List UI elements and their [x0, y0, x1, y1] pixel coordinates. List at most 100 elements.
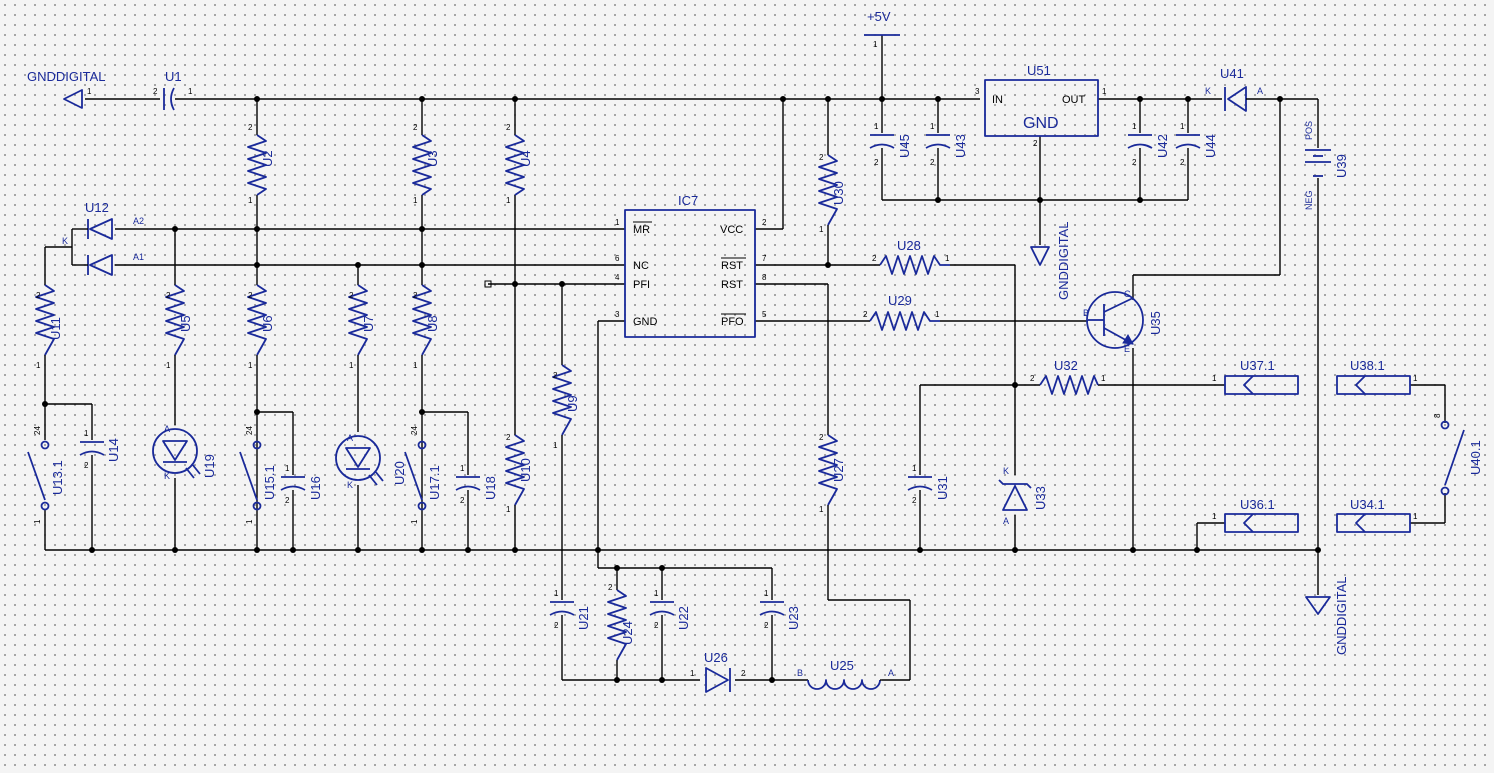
svg-text:C: C	[1124, 289, 1131, 299]
svg-text:1: 1	[1132, 122, 1137, 131]
capacitor-u42: U42 12	[1127, 122, 1170, 167]
svg-text:2: 2	[874, 158, 879, 167]
svg-text:2: 2	[819, 433, 824, 442]
svg-text:U40.1: U40.1	[1468, 440, 1483, 475]
svg-text:U43: U43	[953, 134, 968, 158]
switch-u40: U40.1 8	[1433, 413, 1483, 496]
svg-text:OUT: OUT	[1062, 94, 1086, 106]
svg-text:1: 1	[166, 361, 171, 370]
ic7-supervisor: IC7 MR NC PFI GND VCC RST RST PFO 1 6 4 …	[484, 193, 767, 338]
svg-text:2: 2	[1132, 158, 1137, 167]
svg-text:U17.1: U17.1	[427, 465, 442, 500]
svg-text:1: 1	[285, 464, 290, 473]
capacitor-u21: U21 12	[549, 589, 591, 630]
svg-text:1: 1	[1180, 122, 1185, 131]
svg-text:1: 1	[1102, 87, 1107, 96]
svg-text:U15.1: U15.1	[262, 465, 277, 500]
svg-text:2: 2	[413, 123, 418, 132]
svg-text:U2: U2	[260, 150, 275, 167]
svg-text:24: 24	[410, 426, 419, 435]
svg-text:PFO: PFO	[721, 316, 744, 328]
svg-text:GND: GND	[1023, 115, 1059, 132]
switch-u15: U15.1 24 1	[239, 426, 277, 524]
svg-text:NC: NC	[633, 260, 649, 272]
svg-text:VCC: VCC	[720, 224, 743, 236]
svg-text:U25: U25	[830, 658, 854, 673]
svg-text:2: 2	[764, 621, 769, 630]
resistor-u4: U4 21	[505, 123, 533, 205]
svg-text:8: 8	[1433, 413, 1442, 418]
svg-text:K: K	[1003, 466, 1009, 476]
resistor-u2: U2 21	[247, 123, 275, 205]
svg-text:A: A	[164, 424, 170, 434]
svg-text:1: 1	[460, 464, 465, 473]
ground-symbol-right: GNDDIGITAL	[1305, 577, 1349, 656]
svg-text:2: 2	[912, 496, 917, 505]
svg-text:1: 1	[506, 505, 511, 514]
svg-text:2: 2	[762, 218, 767, 227]
svg-text:1: 1	[413, 196, 418, 205]
switch-u13: U13.1 24 1	[27, 426, 65, 524]
svg-text:1: 1	[553, 441, 558, 450]
svg-text:1: 1	[36, 361, 41, 370]
transistor-u35: U35 B C E	[1083, 289, 1163, 354]
svg-text:U29: U29	[888, 293, 912, 308]
wires	[44, 35, 1446, 681]
svg-text:U21: U21	[576, 606, 591, 630]
svg-text:U12: U12	[85, 200, 109, 215]
diode-u26: U26 1 2	[690, 650, 746, 693]
resistor-u9: U9 21	[552, 364, 580, 450]
svg-text:U38.1: U38.1	[1350, 358, 1385, 373]
svg-text:GNDDIGITAL: GNDDIGITAL	[1334, 577, 1349, 656]
svg-text:1: 1	[912, 464, 917, 473]
svg-text:U24: U24	[620, 621, 635, 645]
connector-u36: U36.1 1	[1212, 497, 1299, 533]
svg-text:1: 1	[87, 87, 92, 96]
svg-text:U11: U11	[48, 317, 63, 340]
capacitor-u14: U14 12	[79, 429, 121, 470]
junctions	[42, 96, 1321, 683]
svg-text:1: 1	[1413, 512, 1418, 521]
svg-text:GNDDIGITAL: GNDDIGITAL	[1056, 222, 1071, 301]
capacitor-u23: U23 12	[759, 589, 801, 630]
capacitor-u22: U22 12	[649, 589, 691, 630]
svg-text:A1: A1	[133, 252, 144, 262]
svg-text:2: 2	[285, 496, 290, 505]
svg-text:1: 1	[615, 218, 620, 227]
svg-text:2: 2	[349, 291, 354, 300]
resistor-u8: U8 21	[412, 284, 440, 370]
capacitor-u16: U16 12	[280, 464, 323, 505]
svg-text:U9: U9	[565, 395, 580, 412]
svg-text:2: 2	[872, 254, 877, 263]
svg-text:K: K	[164, 471, 170, 481]
svg-text:U10: U10	[518, 458, 533, 482]
zener-diode-u33: U33 K A	[998, 466, 1048, 526]
svg-text:U30: U30	[831, 181, 846, 205]
svg-text:2: 2	[413, 291, 418, 300]
svg-text:1: 1	[33, 519, 42, 524]
battery-u39: U39 POS NEG	[1304, 121, 1349, 210]
svg-text:1: 1	[1413, 374, 1418, 383]
svg-text:U35: U35	[1148, 311, 1163, 335]
svg-text:IN: IN	[992, 94, 1003, 106]
svg-text:2: 2	[1180, 158, 1185, 167]
svg-text:U13.1: U13.1	[50, 460, 65, 495]
capacitor-u43: U43 12	[925, 122, 968, 167]
svg-text:MR: MR	[633, 224, 650, 236]
svg-text:2: 2	[608, 583, 613, 592]
svg-text:U44: U44	[1203, 134, 1218, 158]
svg-text:1: 1	[248, 196, 253, 205]
svg-text:2: 2	[166, 291, 171, 300]
svg-text:8: 8	[762, 273, 767, 282]
resistor-u11: U11 21	[35, 284, 63, 370]
svg-text:U23: U23	[786, 606, 801, 630]
ground-symbol-ic-regulator: GNDDIGITAL	[1030, 222, 1071, 301]
svg-text:NEG: NEG	[1304, 190, 1314, 210]
svg-text:U51: U51	[1027, 63, 1051, 78]
svg-text:A: A	[1003, 516, 1009, 526]
svg-text:B: B	[797, 668, 803, 678]
svg-text:1: 1	[690, 669, 695, 678]
svg-text:U41: U41	[1220, 66, 1244, 81]
resistor-u7: U7 21	[348, 284, 376, 370]
svg-text:IC7: IC7	[678, 193, 698, 208]
